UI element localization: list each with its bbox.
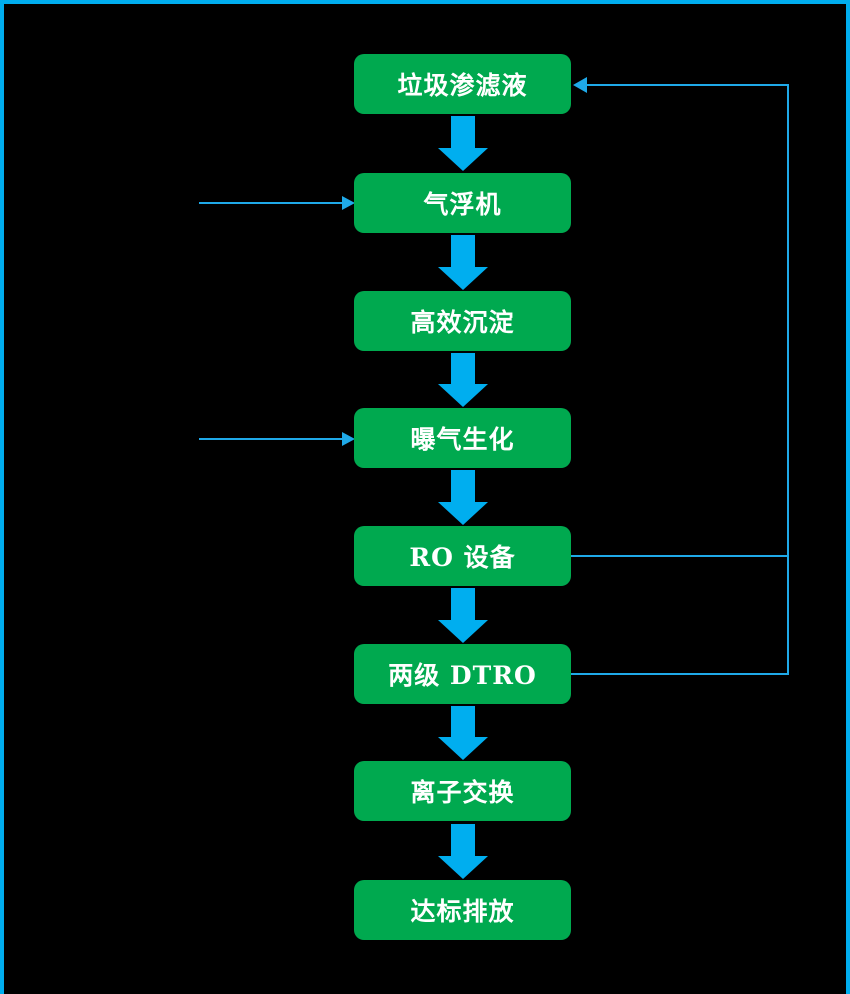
node-dtro[interactable]: 两级 DTRO xyxy=(354,644,571,704)
node-dtro-label: 两级 DTRO xyxy=(388,661,537,690)
input-arrow-head-aeration-icon xyxy=(342,432,355,446)
flow-arrow-aeration-to-ro xyxy=(438,470,488,525)
arrow-head-down-icon xyxy=(438,620,488,643)
node-ion-exchange-label: 离子交换 xyxy=(410,778,515,807)
input-line-flotation xyxy=(199,202,347,204)
arrow-head-down-icon xyxy=(438,384,488,407)
node-flotation-label: 气浮机 xyxy=(423,190,502,219)
arrow-head-down-icon xyxy=(438,502,488,525)
flow-arrow-flotation-to-sedimentation xyxy=(438,235,488,290)
flow-arrow-ro-to-dtro xyxy=(438,588,488,643)
arrow-head-down-icon xyxy=(438,737,488,760)
flow-arrow-leachate-to-flotation xyxy=(438,116,488,171)
node-aeration-label: 曝气生化 xyxy=(410,425,515,454)
node-leachate-label: 垃圾渗滤液 xyxy=(397,71,528,100)
node-discharge-label: 达标排放 xyxy=(410,897,515,926)
flow-arrow-sedimentation-to-aeration xyxy=(438,353,488,407)
input-arrow-head-flotation-icon xyxy=(342,196,355,210)
node-ro-label: RO 设备 xyxy=(409,543,516,572)
arrow-head-down-icon xyxy=(438,856,488,879)
arrow-head-down-icon xyxy=(438,267,488,290)
return-line-top-horizontal xyxy=(587,84,789,86)
node-sedimentation-label: 高效沉淀 xyxy=(410,308,515,337)
node-ro[interactable]: RO 设备 xyxy=(354,526,571,586)
return-line-ro-horizontal xyxy=(571,555,789,557)
return-line-vertical xyxy=(787,84,789,675)
return-arrow-head-icon xyxy=(573,77,587,93)
input-line-aeration xyxy=(199,438,347,440)
node-sedimentation[interactable]: 高效沉淀 xyxy=(354,291,571,351)
flow-arrow-dtro-to-ion-exchange xyxy=(438,706,488,760)
return-line-dtro-horizontal xyxy=(571,673,789,675)
node-ion-exchange[interactable]: 离子交换 xyxy=(354,761,571,821)
node-aeration[interactable]: 曝气生化 xyxy=(354,408,571,468)
arrow-head-down-icon xyxy=(438,148,488,171)
node-flotation[interactable]: 气浮机 xyxy=(354,173,571,233)
node-discharge[interactable]: 达标排放 xyxy=(354,880,571,940)
node-leachate[interactable]: 垃圾渗滤液 xyxy=(354,54,571,114)
flow-arrow-ion-exchange-to-discharge xyxy=(438,824,488,879)
